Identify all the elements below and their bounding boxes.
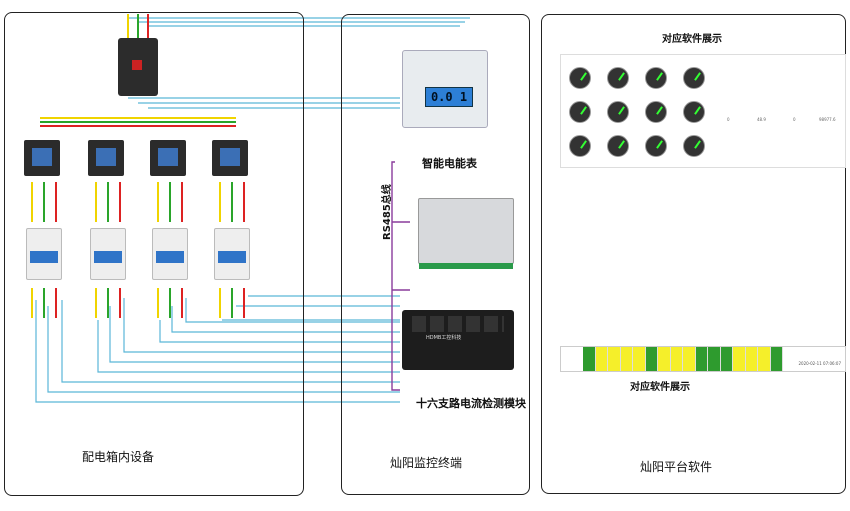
table-value-1: 0 (727, 117, 730, 122)
status-time: 2020-02-11 07:06:07 (798, 361, 841, 366)
status-cell (708, 347, 721, 371)
software-status-table: 2020-02-11 07:06:07 (560, 346, 846, 372)
gauge-icon (607, 67, 629, 89)
gauge-icon (683, 67, 705, 89)
gauge-icon (569, 67, 591, 89)
current-detection-module: HDMB工控科技 (402, 310, 514, 370)
status-cell (620, 347, 633, 371)
contactor (24, 140, 60, 176)
branch-breaker (152, 228, 188, 280)
software-title-top: 对应软件展示 (662, 34, 722, 45)
branch-breaker (214, 228, 250, 280)
gauge-icon (645, 101, 667, 123)
status-cell (733, 347, 746, 371)
gauge-icon (683, 101, 705, 123)
contactor (88, 140, 124, 176)
status-cell (695, 347, 708, 371)
status-cell (745, 347, 758, 371)
mid-panel-caption: 灿阳监控终端 (390, 456, 463, 470)
meter-label: 智能电能表 (422, 157, 477, 170)
status-cell (720, 347, 733, 371)
right-panel-caption: 灿阳平台软件 (640, 460, 713, 474)
gauge-icon (607, 101, 629, 123)
table-value-4: 98977.6 (819, 117, 836, 122)
status-cell (633, 347, 646, 371)
status-cell (758, 347, 771, 371)
branch-breaker (90, 228, 126, 280)
status-cell (770, 347, 783, 371)
gauge-icon (607, 135, 629, 157)
status-cell (583, 347, 596, 371)
gauge-icon (569, 135, 591, 157)
rs485-bus-label: RS485总线 (382, 184, 393, 240)
gauge-icon (569, 101, 591, 123)
status-cell (595, 347, 608, 371)
status-cell (608, 347, 621, 371)
left-panel-caption: 配电箱内设备 (82, 450, 155, 464)
table-value-3: 0 (793, 117, 796, 122)
meter-display: 0.0 1 (425, 87, 473, 107)
software-gauges-table: 0 48.9 0 98977.6 (560, 54, 846, 168)
module-label: 十六支路电流检测模块 (416, 397, 526, 410)
status-cell (670, 347, 683, 371)
platform-software-panel (541, 14, 846, 494)
main-breaker (118, 38, 158, 96)
monitoring-terminal-panel (341, 14, 530, 495)
rs485-converter (418, 198, 514, 269)
software-title-bottom: 对应软件展示 (630, 382, 690, 393)
status-cell (683, 347, 696, 371)
distribution-box-panel (4, 12, 304, 496)
gauge-icon (645, 135, 667, 157)
gauge-icon (645, 67, 667, 89)
branch-breaker (26, 228, 62, 280)
gauge-icon (683, 135, 705, 157)
status-cell (658, 347, 671, 371)
module-brand: HDMB工控科技 (426, 335, 462, 341)
contactor (212, 140, 248, 176)
contactor (150, 140, 186, 176)
table-value-2: 48.9 (757, 117, 766, 122)
status-cell (645, 347, 658, 371)
smart-energy-meter: 0.0 1 (402, 50, 488, 128)
